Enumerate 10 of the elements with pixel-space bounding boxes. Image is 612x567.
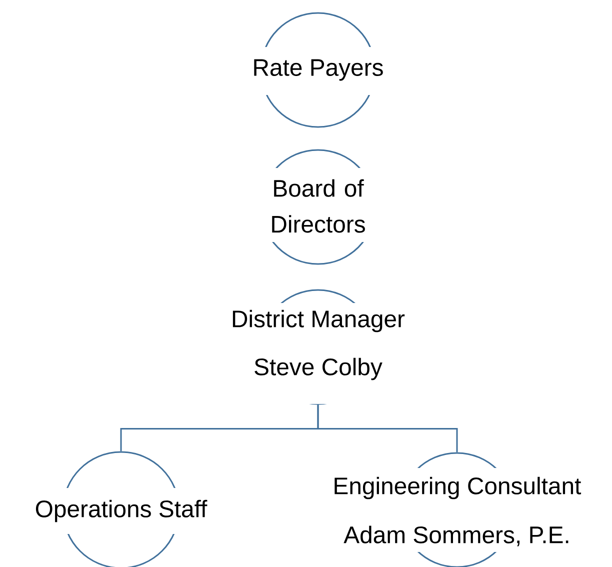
node-label: Steve Colby <box>254 358 382 380</box>
circle-node: Rate Payers <box>225 12 411 128</box>
node-label: Adam Sommers, P.E. <box>344 526 568 546</box>
circle-node: District Manager Steve Colby <box>195 289 441 405</box>
circle-node: Operations Staff <box>8 451 234 567</box>
node-label: District Manager <box>232 310 405 332</box>
circle-node: Board of Directors <box>245 149 391 265</box>
node-label: Engineering Consultant <box>334 476 582 500</box>
connector-line <box>317 404 458 452</box>
circle-node: Engineering Consultant Adam Sommers, P.E. <box>302 452 612 567</box>
